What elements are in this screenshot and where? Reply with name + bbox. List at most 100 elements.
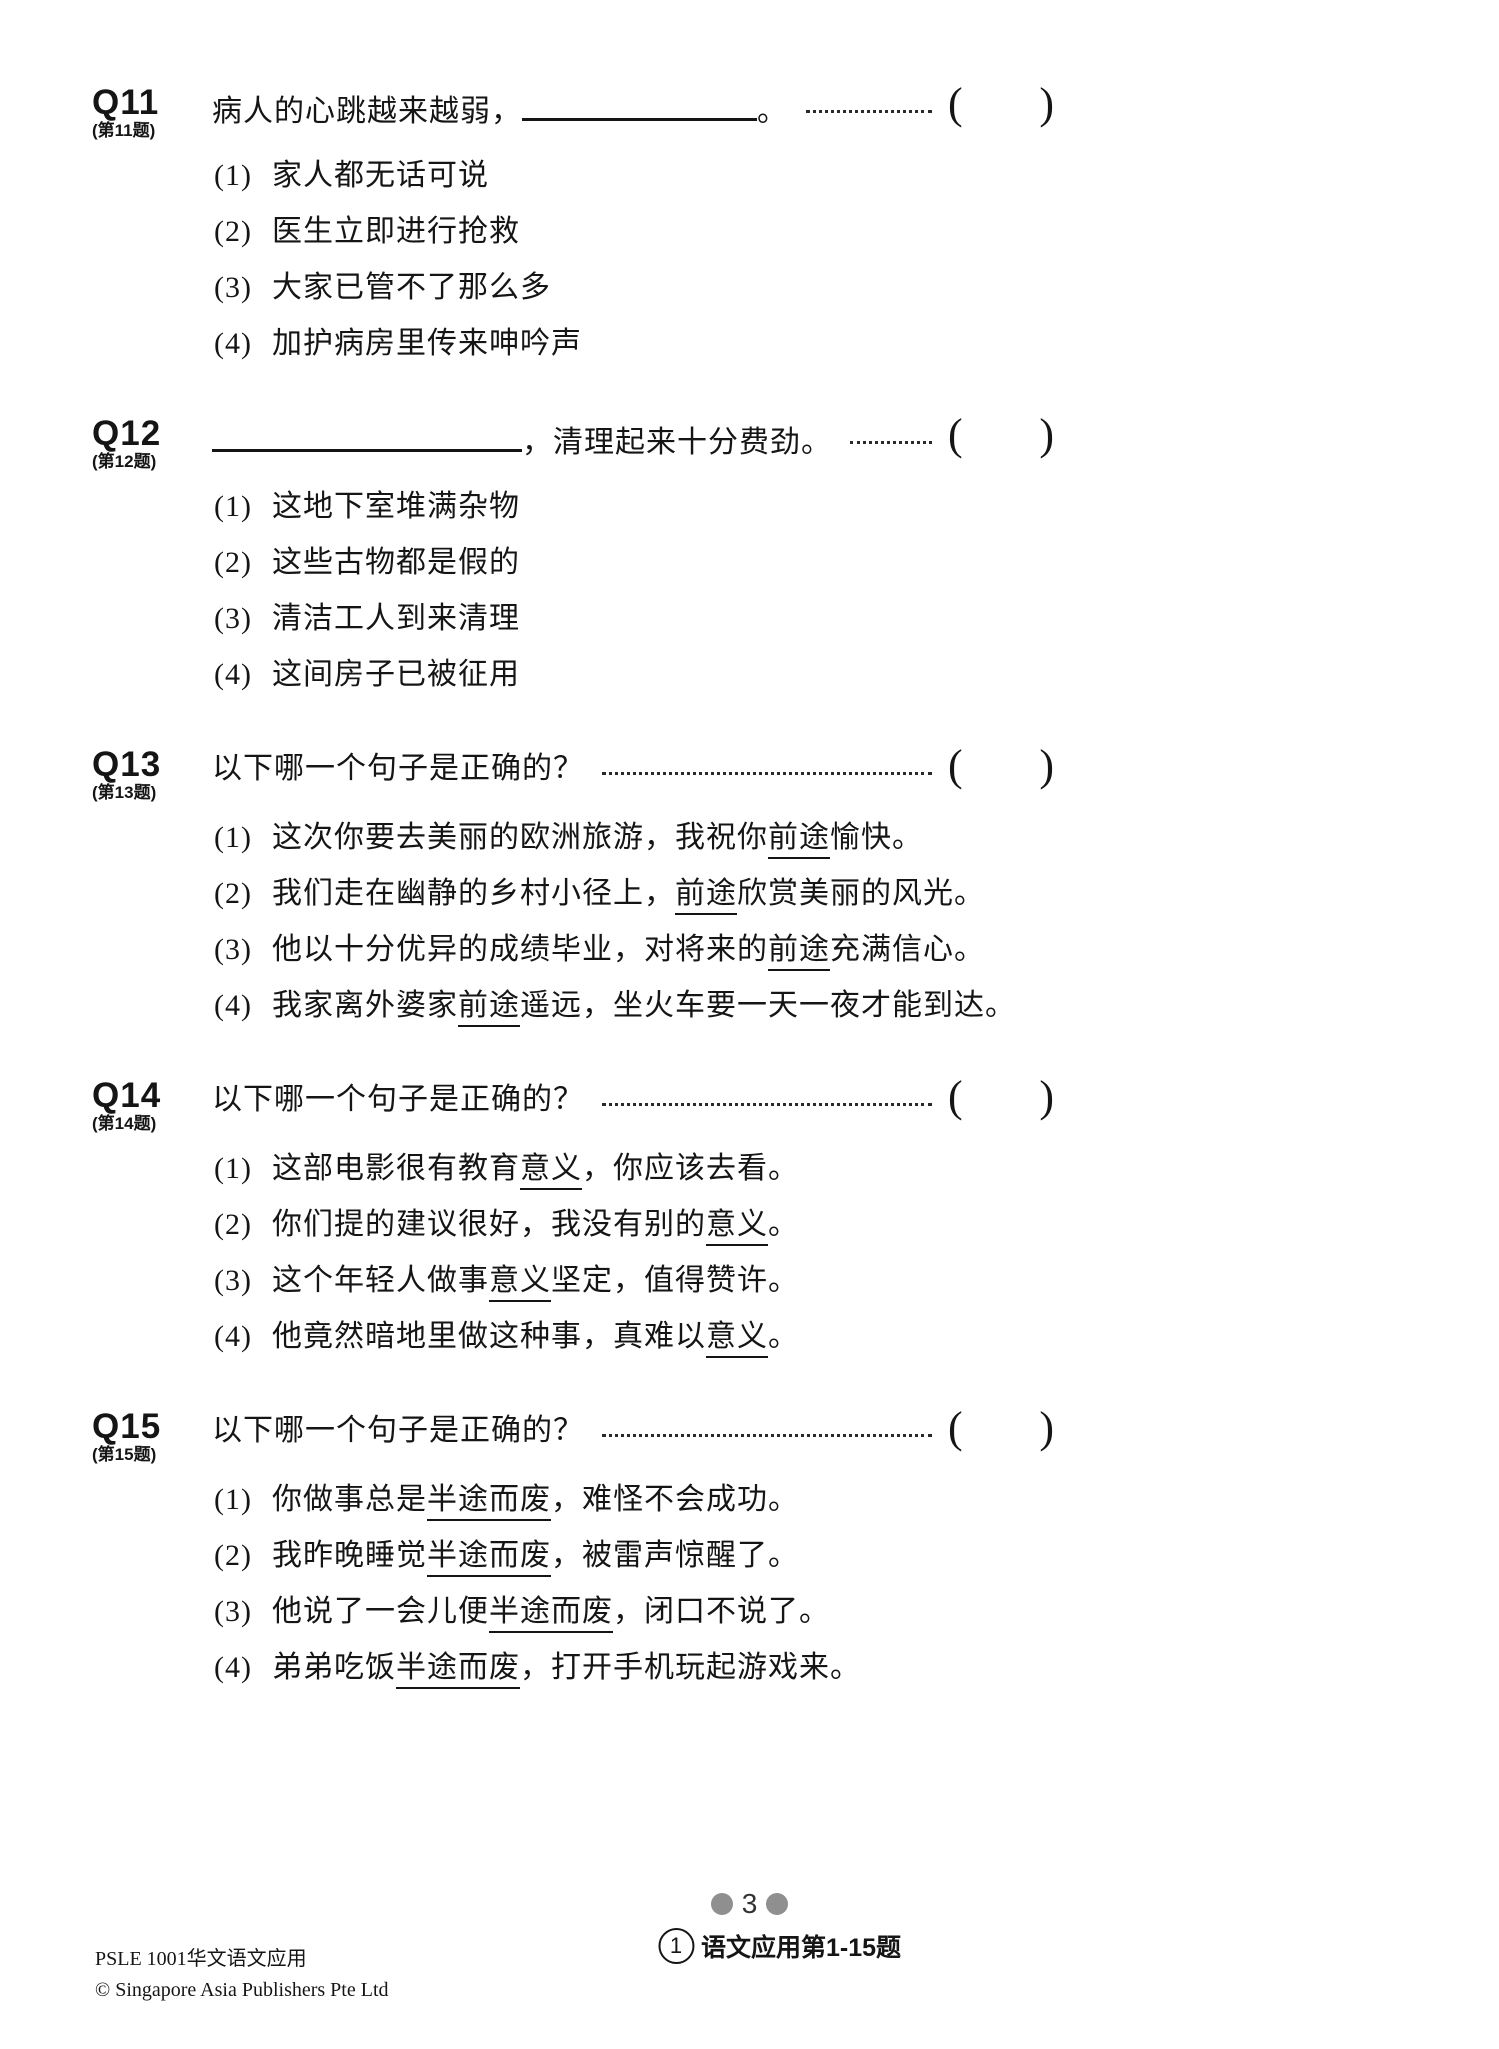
option-underlined-word: 意义: [520, 1152, 582, 1190]
option-row[interactable]: (4)他竟然暗地里做这种事，真难以意义。: [214, 1318, 1054, 1358]
answer-parentheses[interactable]: (): [948, 744, 1054, 788]
question-header: Q15 (第15题) 以下哪一个句子是正确的？ (): [92, 1406, 1054, 1465]
question-header: Q11 (第11题) 病人的心跳越来越弱，。 (): [92, 82, 1054, 141]
option-underlined-word: 前途: [675, 877, 737, 915]
option-text: 医生立即进行抢救: [272, 215, 520, 248]
question-id: Q11: [92, 83, 160, 122]
paren-open: (: [948, 79, 963, 128]
page-number-row: 3: [0, 1888, 1499, 1920]
option-number: (1): [214, 159, 252, 192]
option-row[interactable]: (4)加护病房里传来呻吟声: [214, 325, 1054, 363]
option-row[interactable]: (3)这个年轻人做事意义坚定，值得赞许。: [214, 1262, 1054, 1302]
paren-close: ): [1039, 79, 1054, 128]
answer-parentheses[interactable]: (): [948, 1406, 1054, 1450]
stem-text: 以下哪一个句子是正确的？: [212, 1083, 584, 1116]
option-number: (4): [214, 327, 252, 360]
question-block-q12: Q12 (第12题) ，清理起来十分费劲。 () (1)这地下室堆满杂物 (2)…: [92, 413, 1054, 694]
paren-open: (: [948, 1072, 963, 1121]
answer-parentheses[interactable]: (): [948, 413, 1054, 457]
question-subid: (第15题): [92, 1445, 157, 1464]
option-number: (3): [214, 271, 252, 304]
question-id: Q14: [92, 1076, 162, 1115]
question-block-q15: Q15 (第15题) 以下哪一个句子是正确的？ () (1)你做事总是半途而废，…: [92, 1406, 1054, 1689]
option-text: 。: [768, 1320, 799, 1353]
option-text: 我家离外婆家: [272, 989, 458, 1022]
page-dot-icon: [710, 1892, 733, 1915]
option-row[interactable]: (2)你们提的建议很好，我没有别的意义。: [214, 1206, 1054, 1246]
paren-close: ): [1039, 410, 1054, 459]
option-row[interactable]: (2) 我昨晚睡觉半途而废，被雷声惊醒了。: [214, 1537, 1054, 1577]
option-underlined-word: 半途而废: [427, 1539, 551, 1577]
option-row[interactable]: (3)他以十分优异的成绩毕业，对将来的前途充满信心。: [214, 931, 1054, 971]
option-number: (2): [214, 1208, 252, 1241]
option-number: (3): [214, 602, 252, 635]
stem-text: 以下哪一个句子是正确的？: [212, 752, 584, 785]
stem-text: 病人的心跳越来越弱，: [212, 95, 522, 128]
option-number: (3): [214, 1264, 252, 1297]
question-label: Q11 (第11题): [92, 83, 212, 141]
dotted-leader: [602, 1410, 932, 1437]
option-row[interactable]: (4)弟弟吃饭半途而废，打开手机玩起游戏来。: [214, 1649, 1054, 1689]
option-text: 愉快。: [830, 821, 923, 854]
question-stem: ，清理起来十分费劲。: [212, 417, 832, 464]
question-id: Q13: [92, 745, 162, 784]
option-row[interactable]: (1)这地下室堆满杂物: [214, 488, 1054, 526]
option-row[interactable]: (4)我家离外婆家前途遥远，坐火车要一天一夜才能到达。: [214, 987, 1054, 1027]
question-subid: (第14题): [92, 1114, 157, 1133]
answer-parentheses[interactable]: (): [948, 82, 1054, 126]
question-label: Q14 (第14题): [92, 1076, 212, 1134]
question-subid: (第11题): [92, 121, 156, 140]
paren-close: ): [1039, 1403, 1054, 1452]
paren-close: ): [1039, 741, 1054, 790]
section-label: 语文应用第1-15题: [700, 1934, 902, 1962]
option-text: ，被雷声惊醒了。: [551, 1539, 799, 1572]
option-row[interactable]: (3) 清洁工人到来清理: [214, 600, 1054, 638]
question-stem: 以下哪一个句子是正确的？: [212, 1079, 584, 1121]
question-label: Q15 (第15题): [92, 1409, 212, 1465]
option-text: 遥远，坐火车要一天一夜才能到达。: [520, 989, 1016, 1022]
option-number: (2): [214, 1539, 252, 1572]
answer-parentheses[interactable]: (): [948, 1075, 1054, 1119]
option-text: 我昨晚睡觉: [272, 1539, 427, 1572]
option-text: 这个年轻人做事: [272, 1264, 489, 1297]
paren-open: (: [948, 741, 963, 790]
option-row[interactable]: (1)这部电影很有教育意义，你应该去看。: [214, 1150, 1054, 1190]
option-text: ，打开手机玩起游戏来。: [520, 1651, 861, 1684]
stem-text: 以下哪一个句子是正确的？: [212, 1414, 584, 1447]
option-text: 他说了一会儿便: [272, 1595, 489, 1628]
option-row[interactable]: (2)我们走在幽静的乡村小径上，前途欣赏美丽的风光。: [214, 875, 1054, 915]
paren-open: (: [948, 1403, 963, 1452]
page-number: 3: [741, 1888, 758, 1919]
option-text: 坚定，值得赞许。: [551, 1264, 799, 1297]
answer-blank-line[interactable]: [522, 86, 757, 121]
paren-close: ): [1039, 1072, 1054, 1121]
option-row[interactable]: (2)这些古物都是假的: [214, 544, 1054, 582]
option-row[interactable]: (1)你做事总是半途而废，难怪不会成功。: [214, 1481, 1054, 1521]
option-row[interactable]: (3)他说了一会儿便半途而废，闭口不说了。: [214, 1593, 1054, 1633]
option-text: 他以十分优异的成绩毕业，对将来的: [272, 933, 768, 966]
section-number-circle: 1: [657, 1928, 694, 1964]
option-text: 欣赏美丽的风光。: [737, 877, 985, 910]
option-text: 这次你要去美丽的欧洲旅游，我祝你: [272, 821, 768, 854]
option-row[interactable]: (1)家人都无话可说: [214, 157, 1054, 195]
option-text: 充满信心。: [830, 933, 985, 966]
paren-open: (: [948, 410, 963, 459]
option-row[interactable]: (3)大家已管不了那么多: [214, 269, 1054, 307]
option-row[interactable]: (4)这间房子已被征用: [214, 656, 1054, 694]
question-subid: (第13题): [92, 783, 157, 802]
option-row[interactable]: (1)这次你要去美丽的欧洲旅游，我祝你前途愉快。: [214, 819, 1054, 859]
question-stem: 以下哪一个句子是正确的？: [212, 1410, 584, 1452]
option-underlined-word: 意义: [706, 1208, 768, 1246]
copyright-line: © Singapore Asia Publishers Pte Ltd: [95, 1979, 389, 2001]
question-block-q11: Q11 (第11题) 病人的心跳越来越弱，。 () (1)家人都无话可说 (2)…: [92, 82, 1054, 363]
option-text: 清洁工人到来清理: [272, 602, 520, 635]
series-title: PSLE 1001华文语文应用: [95, 1948, 307, 1970]
answer-blank-line[interactable]: [212, 417, 522, 452]
option-underlined-word: 意义: [706, 1320, 768, 1358]
question-id: Q12: [92, 414, 162, 453]
option-text: 弟弟吃饭: [272, 1651, 396, 1684]
option-text: 你做事总是: [272, 1483, 427, 1516]
option-row[interactable]: (2)医生立即进行抢救: [214, 213, 1054, 251]
questions-area: Q11 (第11题) 病人的心跳越来越弱，。 () (1)家人都无话可说 (2)…: [92, 82, 1054, 1741]
